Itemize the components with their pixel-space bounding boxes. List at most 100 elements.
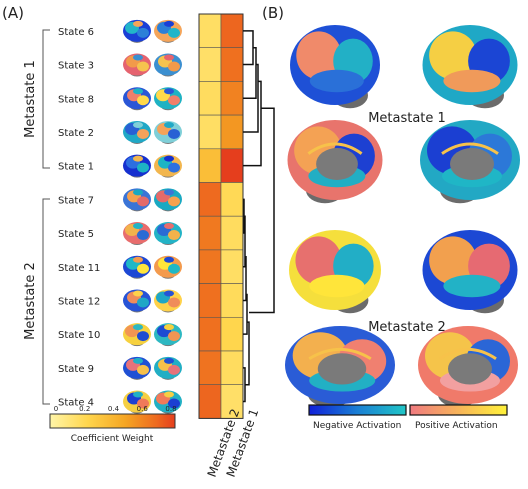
heatmap-cell [198, 182, 222, 217]
colorbar-tick: 0.4 [108, 405, 120, 413]
panel-b-brains [285, 25, 520, 408]
state-labels: State 6 State 3 State 8 State 2 State 1 State… [58, 27, 100, 409]
brain-thumbnail [154, 87, 182, 111]
metastate1-bracket [42, 29, 50, 169]
heatmap-cell [220, 148, 244, 183]
state-label: State 8 [58, 94, 94, 105]
state-label: State 11 [58, 263, 100, 274]
brain-thumbnail [154, 53, 182, 77]
state-label: State 5 [58, 229, 94, 240]
heatmap-cell [220, 47, 244, 82]
dendrogram-link [243, 256, 247, 302]
brain-thumbnail [123, 53, 151, 77]
brain-lateral-view [422, 25, 518, 109]
brain-thumbnail [123, 19, 151, 43]
heatmap-cell [198, 215, 222, 251]
heatmap-cell [198, 114, 222, 150]
brain-thumbnail [154, 289, 182, 313]
brain-thumbnail [154, 255, 182, 279]
panel-b-label: (B) [262, 4, 284, 22]
brain-thumbnail [154, 19, 182, 43]
brain-lateral-view [290, 25, 380, 109]
state-label: State 2 [58, 128, 94, 139]
heatmap-cell [220, 283, 244, 318]
colorbar-label: Coefficient Weight [71, 434, 154, 444]
brain-thumbnail [154, 120, 182, 144]
colorbar-tick: 0.8 [165, 405, 176, 413]
positive-activation-label: Positive Activation [415, 421, 498, 431]
activation-legend: Negative Activation Positive Activation [308, 404, 508, 431]
heatmap-cell [198, 249, 222, 284]
brain-thumbnail [123, 323, 151, 347]
colorbar-tick: 0.2 [79, 405, 90, 413]
dendrogram [243, 30, 275, 403]
state-label: State 7 [58, 195, 94, 206]
heatmap-cell [220, 81, 244, 116]
negative-activation-bar [308, 404, 407, 416]
heatmap-cell [220, 316, 244, 352]
dendrogram-link [243, 46, 257, 99]
state-label: State 6 [58, 27, 94, 38]
dendrogram-link [249, 107, 275, 314]
negative-activation-label: Negative Activation [313, 421, 401, 431]
heatmap-cell [198, 47, 222, 82]
heatmap-cell [220, 13, 244, 49]
brain-thumbnail [154, 222, 182, 246]
heatmap-cell [198, 81, 222, 116]
heatmap-cell [220, 114, 244, 150]
metastate2-title: Metastate 2 [368, 320, 446, 335]
colorbar: 0 0.2 0.4 0.6 0.8 Coefficient Weight [49, 405, 177, 444]
state-label: State 9 [58, 364, 94, 375]
heatmap-cell [220, 249, 244, 284]
state-label: State 4 [58, 398, 94, 409]
brain-medial-view [418, 326, 518, 408]
brain-thumbnail [123, 255, 151, 279]
heatmap-cell [220, 350, 244, 386]
brain-thumbnail [154, 390, 182, 414]
brain-thumbnail [154, 188, 182, 212]
dendrogram-link [243, 80, 262, 167]
brain-thumbnail [123, 390, 151, 414]
brain-medial-view [420, 120, 520, 204]
heatmap-cell [198, 148, 222, 183]
state-label: State 3 [58, 61, 94, 72]
metastate2-group-label: Metastate 2 [23, 262, 38, 340]
heatmap-cell [220, 182, 244, 217]
brain-thumbnail [154, 323, 182, 347]
brain-thumbnail [123, 356, 151, 380]
brain-thumbnail [123, 87, 151, 111]
heatmap-cell [198, 13, 222, 49]
heatmap-cell [198, 384, 222, 419]
brain-medial-view [287, 120, 383, 204]
heatmap-cell [198, 316, 222, 352]
dendrogram-link [243, 215, 246, 268]
colorbar-tick: 0.6 [137, 405, 149, 413]
brain-thumbnail [123, 222, 151, 246]
metastate2-bracket [42, 198, 50, 405]
brain-medial-view [285, 326, 395, 408]
brain-thumbnail [154, 154, 182, 178]
brain-lateral-view [422, 230, 518, 314]
metastate1-group-label: Metastate 1 [23, 60, 38, 138]
brain-thumbnail [123, 289, 151, 313]
dendrogram-link [243, 293, 248, 335]
brain-thumbnail [123, 154, 151, 178]
panel-a-label: (A) [2, 4, 24, 22]
dendrogram-link [245, 321, 250, 386]
brain-thumbnail [123, 188, 151, 212]
brain-thumbnails [123, 19, 182, 414]
state-label: State 12 [58, 296, 100, 307]
brain-thumbnail [123, 120, 151, 144]
state-label: State 1 [58, 162, 94, 173]
colorbar-tick: 0 [54, 405, 58, 413]
heatmap [198, 13, 244, 419]
positive-activation-bar [409, 404, 508, 416]
brain-thumbnail [154, 356, 182, 380]
heatmap-cell [198, 350, 222, 386]
dendrogram-link [243, 30, 254, 66]
brain-lateral-view [289, 230, 381, 314]
heatmap-cell [198, 283, 222, 318]
state-label: State 10 [58, 330, 100, 341]
heatmap-cell [220, 215, 244, 251]
dendrogram-link [243, 63, 259, 133]
